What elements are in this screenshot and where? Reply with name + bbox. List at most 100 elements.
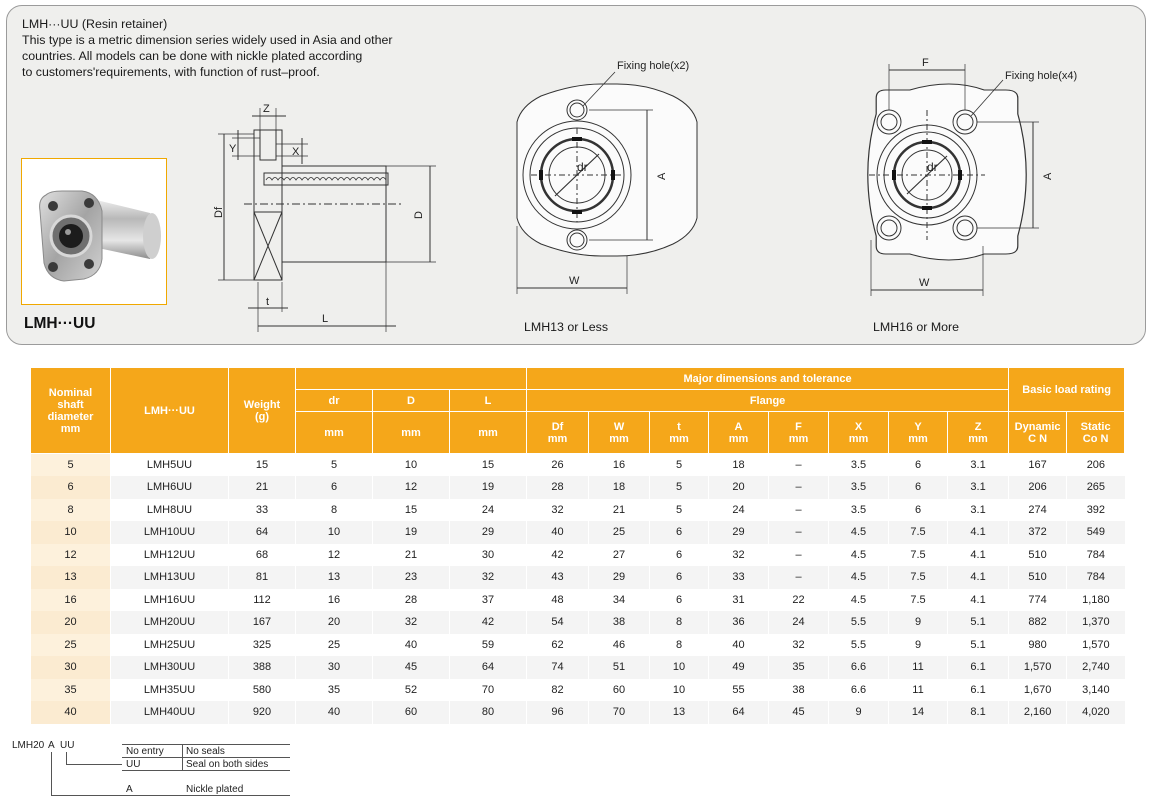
cell-nominal: 13: [30, 566, 111, 589]
order-bracket-col: [182, 744, 183, 770]
order-rule-1: [122, 757, 290, 758]
cell-model: LMH35UU: [110, 678, 229, 701]
cell-dr: 12: [295, 543, 373, 566]
cell-x: 3.5: [828, 476, 889, 499]
cell-y: 7.5: [888, 588, 948, 611]
cell-dr: 40: [295, 701, 373, 724]
header-l: L: [448, 389, 528, 412]
cell-f: –: [768, 566, 829, 589]
cell-weight: 388: [228, 656, 296, 679]
cell-f: 32: [768, 633, 829, 656]
order-row3-desc: Nickle plated: [186, 784, 244, 795]
cell-w: 51: [588, 656, 650, 679]
cell-nominal: 20: [30, 611, 111, 634]
cell-x: 4.5: [828, 521, 889, 544]
cell-y: 6: [888, 476, 948, 499]
cell-static: 4,020: [1066, 701, 1125, 724]
header-dr: dr: [295, 389, 373, 412]
cell-y: 9: [888, 611, 948, 634]
side-view-drawing: Z Y X Df D t L: [213, 103, 436, 332]
cell-t: 10: [649, 656, 709, 679]
cell-z: 4.1: [947, 588, 1009, 611]
cell-l: 32: [448, 566, 527, 589]
cell-z: 6.1: [947, 656, 1009, 679]
cell-a: 49: [708, 656, 769, 679]
dim-dr-large-label: dr: [927, 160, 938, 174]
header-d: D: [372, 389, 450, 412]
cell-l: 37: [448, 588, 527, 611]
dim-w-large-label: W: [919, 277, 930, 289]
cell-model: LMH5UU: [110, 453, 229, 476]
cell-l: 29: [448, 521, 527, 544]
cell-dynamic: 980: [1008, 633, 1067, 656]
cell-dr: 13: [295, 566, 373, 589]
cell-model: LMH12UU: [110, 543, 229, 566]
cell-a: 24: [708, 498, 769, 521]
cell-nominal: 8: [30, 498, 111, 521]
dim-l-label: L: [322, 313, 328, 325]
cell-dr: 30: [295, 656, 373, 679]
cell-d: 10: [372, 453, 450, 476]
cell-l: 15: [448, 453, 527, 476]
cell-l: 59: [448, 633, 527, 656]
cell-dr: 25: [295, 633, 373, 656]
dim-t-label: t: [266, 296, 269, 308]
cell-dynamic: 1,570: [1008, 656, 1067, 679]
cell-static: 1,370: [1066, 611, 1125, 634]
cell-weight: 64: [228, 521, 296, 544]
cell-z: 3.1: [947, 476, 1009, 499]
cell-a: 32: [708, 543, 769, 566]
header-l-unit: mm: [448, 411, 528, 454]
cell-t: 8: [649, 611, 709, 634]
cell-static: 206: [1066, 453, 1125, 476]
cell-dynamic: 274: [1008, 498, 1067, 521]
cell-static: 2,740: [1066, 656, 1125, 679]
cell-dynamic: 510: [1008, 543, 1067, 566]
order-row1-desc: No seals: [186, 746, 225, 757]
cell-a: 64: [708, 701, 769, 724]
cell-z: 3.1: [947, 453, 1009, 476]
header-flange: Flange: [526, 389, 1010, 412]
cell-nominal: 25: [30, 633, 111, 656]
header-blank: [294, 367, 528, 390]
cell-static: 265: [1066, 476, 1125, 499]
cell-dynamic: 882: [1008, 611, 1067, 634]
cell-model: LMH10UU: [110, 521, 229, 544]
cell-x: 5.5: [828, 633, 889, 656]
cell-f: 38: [768, 678, 829, 701]
cell-z: 4.1: [947, 521, 1009, 544]
cell-df: 74: [526, 656, 589, 679]
cell-d: 32: [372, 611, 450, 634]
cell-l: 64: [448, 656, 527, 679]
cell-x: 5.5: [828, 611, 889, 634]
cell-model: LMH20UU: [110, 611, 229, 634]
cell-df: 82: [526, 678, 589, 701]
cell-z: 3.1: [947, 498, 1009, 521]
cell-y: 7.5: [888, 566, 948, 589]
cell-y: 6: [888, 453, 948, 476]
cell-x: 4.5: [828, 588, 889, 611]
cell-df: 28: [526, 476, 589, 499]
cell-w: 70: [588, 701, 650, 724]
cell-f: –: [768, 521, 829, 544]
cell-weight: 81: [228, 566, 296, 589]
product-photo: [21, 158, 167, 305]
cell-weight: 167: [228, 611, 296, 634]
ordering-code: LMH20 A UU No entry No seals UU Seal on …: [10, 738, 310, 800]
cell-y: 9: [888, 633, 948, 656]
dim-x-label: X: [292, 146, 300, 158]
product-model-label: LMH···UU: [24, 315, 96, 332]
cell-x: 6.6: [828, 678, 889, 701]
cell-nominal: 30: [30, 656, 111, 679]
cell-dr: 20: [295, 611, 373, 634]
